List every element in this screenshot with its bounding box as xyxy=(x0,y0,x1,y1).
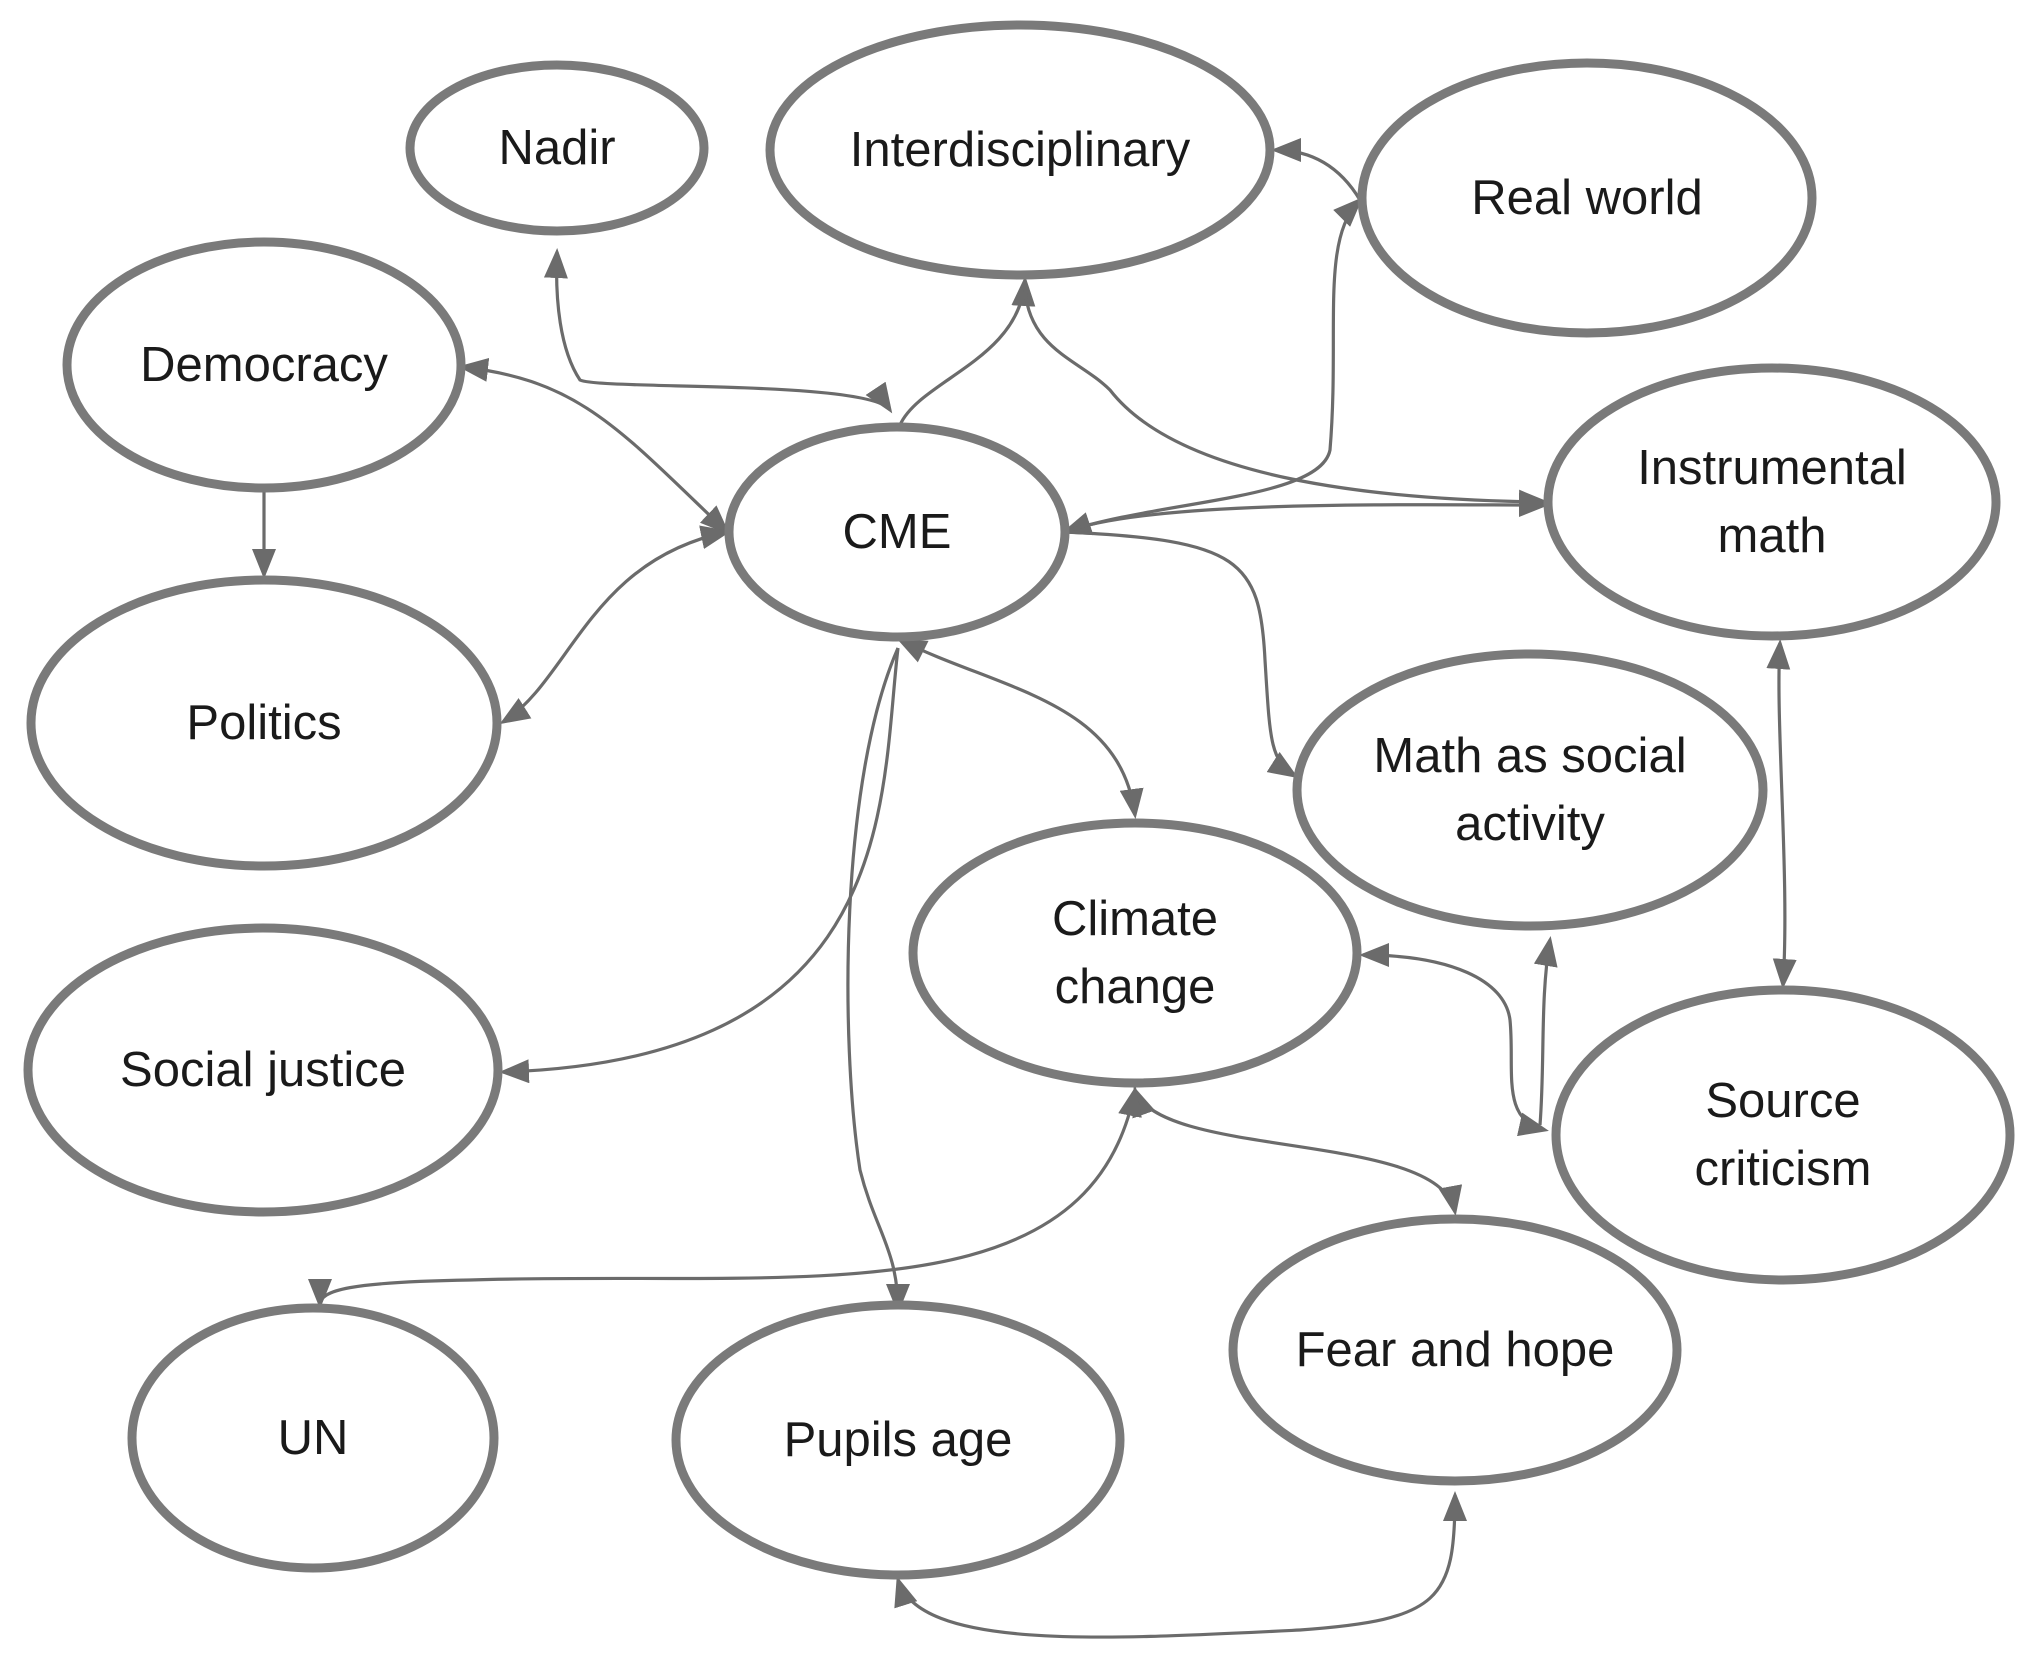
edge-cme-math-social xyxy=(1064,530,1299,779)
edge-interdisciplinary-instrumental xyxy=(1023,289,1549,514)
node-label: criticism xyxy=(1695,1142,1872,1196)
node-ellipse xyxy=(23,923,503,1217)
edge-climate-un xyxy=(308,1086,1142,1309)
node-label: change xyxy=(1055,960,1216,1014)
node-label: activity xyxy=(1455,797,1605,851)
node-label: Nadir xyxy=(498,121,615,175)
edge-source-math-social xyxy=(1533,936,1558,1126)
node-ellipse xyxy=(1543,363,2001,641)
node-ellipse xyxy=(1292,649,1768,931)
node-label: Climate xyxy=(1052,892,1218,946)
edge-cme-nadir xyxy=(543,248,893,414)
node-label: Interdisciplinary xyxy=(850,123,1191,177)
node-interdisciplinary: Interdisciplinary xyxy=(765,20,1275,280)
node-label: Pupils age xyxy=(784,1413,1013,1467)
node-ellipse xyxy=(405,60,709,236)
edge-cme-social-justice xyxy=(499,647,900,1084)
node-instrumental-math: Instrumental math xyxy=(1543,363,2001,641)
node-un: UN xyxy=(127,1303,499,1573)
edge-pupils-fear-hope xyxy=(894,1491,1467,1639)
node-nadir: Nadir xyxy=(405,60,709,236)
edge-realworld-interdisciplinary xyxy=(1271,138,1362,201)
node-label: Fear and hope xyxy=(1296,1323,1615,1377)
edges-layer xyxy=(252,138,1797,1639)
edge-cme-instrumental xyxy=(1064,492,1549,534)
node-ellipse xyxy=(671,1300,1125,1580)
node-ellipse xyxy=(127,1303,499,1573)
node-social-justice: Social justice xyxy=(23,923,503,1217)
edge-source-climate xyxy=(1359,943,1549,1137)
node-label: Real world xyxy=(1471,171,1702,225)
edge-instrumental-source xyxy=(1766,639,1797,989)
node-ellipse xyxy=(908,818,1362,1088)
node-ellipse xyxy=(1357,58,1817,338)
node-label: Politics xyxy=(186,696,341,750)
node-source-criticism: Source criticism xyxy=(1551,985,2015,1285)
node-ellipse xyxy=(765,20,1275,280)
node-politics: Politics xyxy=(26,575,502,871)
node-democracy: Democracy xyxy=(62,237,466,493)
node-label: CME xyxy=(843,505,952,559)
node-label: UN xyxy=(278,1411,349,1465)
edge-climate-fear-hope xyxy=(1132,1086,1463,1216)
node-ellipse xyxy=(26,575,502,871)
node-ellipse xyxy=(1228,1214,1682,1486)
node-real-world: Real world xyxy=(1357,58,1817,338)
edge-cme-real-world xyxy=(1061,197,1363,536)
node-label: Source xyxy=(1705,1074,1860,1128)
edge-cme-interdisciplinary xyxy=(898,276,1036,426)
edge-democracy-cme xyxy=(458,357,730,535)
node-label: math xyxy=(1718,509,1827,563)
node-ellipse xyxy=(62,237,466,493)
edge-cme-pupils-age xyxy=(846,647,910,1314)
node-ellipse xyxy=(724,422,1070,642)
node-label: Democracy xyxy=(140,338,388,392)
node-cme: CME xyxy=(724,422,1070,642)
edge-cme-politics xyxy=(499,525,731,725)
node-label: Math as social xyxy=(1373,729,1686,783)
node-math-social: Math as social activity xyxy=(1292,649,1768,931)
node-label: Social justice xyxy=(120,1043,406,1097)
node-climate-change: Climate change xyxy=(908,818,1362,1088)
node-fear-hope: Fear and hope xyxy=(1228,1214,1682,1486)
node-ellipse xyxy=(1551,985,2015,1285)
node-label: Instrumental xyxy=(1637,441,1907,495)
node-pupils-age: Pupils age xyxy=(671,1300,1125,1580)
edge-cme-climate xyxy=(896,638,1144,819)
